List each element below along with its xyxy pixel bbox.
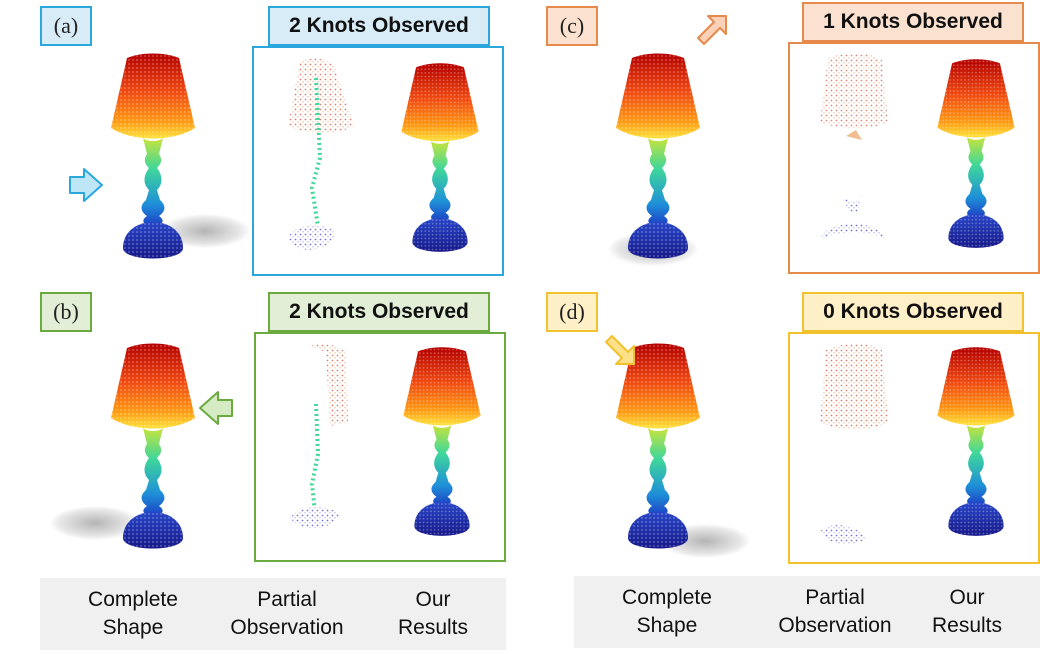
panel-d-title: 0 Knots Observed [802, 292, 1024, 332]
lamp-icon [616, 343, 700, 549]
partial-observation [288, 58, 354, 250]
caption-our-results: Our Results [931, 586, 1003, 637]
panel-c-observation-box [788, 42, 1040, 274]
arrow-icon [199, 391, 233, 425]
panel-c: (c) 1 Knots Observed [520, 0, 1040, 286]
panel-a: (a) 2 Knots Observed [0, 0, 520, 286]
lamp-icon [937, 59, 1015, 248]
lamp-icon [111, 53, 195, 259]
panel-d-observation-box [788, 332, 1040, 564]
caption-bar-left: Complete Shape Partial Observation Our R… [40, 578, 506, 650]
caption-partial-observation: Partial Observation [778, 586, 892, 637]
lamp-icon [403, 347, 481, 536]
lamp-icon [616, 53, 700, 259]
arrow-icon [605, 335, 635, 365]
panel-a-observation-box [252, 46, 504, 276]
arrow-icon [697, 15, 727, 45]
panel-b-observation-box [254, 332, 506, 562]
panel-b-tag: (b) [40, 292, 92, 332]
caption-complete-shape: Complete Shape [88, 588, 178, 639]
panel-c-tag: (c) [546, 6, 598, 46]
partial-observation [290, 344, 348, 529]
caption-partial-observation: Partial Observation [230, 588, 344, 639]
partial-observation [820, 53, 888, 240]
panel-c-title: 1 Knots Observed [802, 2, 1024, 42]
panel-a-tag: (a) [40, 6, 92, 46]
lamp-icon [111, 343, 195, 549]
panel-a-title: 2 Knots Observed [268, 6, 490, 46]
lamp-icon [401, 63, 479, 252]
panel-d-tag: (d) [546, 292, 598, 332]
arrow-icon [69, 168, 103, 202]
caption-complete-shape: Complete Shape [622, 586, 712, 637]
caption-bar-right: Complete Shape Partial Observation Our R… [574, 576, 1040, 648]
caption-our-results: Our Results [397, 588, 469, 639]
partial-observation [820, 344, 888, 545]
lamp-icon [937, 347, 1015, 536]
panel-b-title: 2 Knots Observed [268, 292, 490, 332]
panel-b: (b) 2 Knots Observed [0, 288, 520, 574]
panel-d: (d) 0 Knots Observed [520, 288, 1040, 574]
